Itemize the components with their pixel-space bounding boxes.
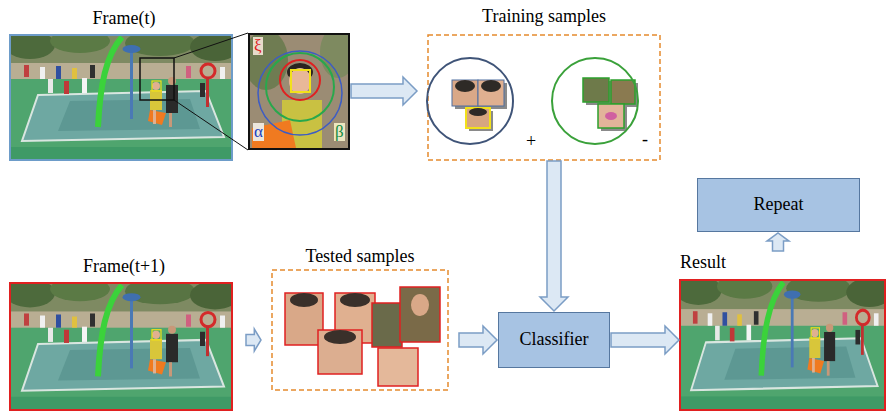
positive-samples-part: [481, 80, 501, 92]
negative-circle: -: [551, 57, 639, 145]
process-box-text: Classifier: [520, 329, 589, 351]
frame-t1-image-part: [10, 283, 232, 410]
tested-frame-part: [272, 270, 448, 390]
positive-circle: +: [426, 57, 514, 145]
tested-thumbnails-part: [372, 303, 402, 347]
negative-samples-part: [583, 78, 609, 102]
positive-samples-part: [466, 108, 490, 128]
positive-samples: [452, 80, 507, 131]
zoom-lines-part: [174, 100, 248, 150]
negative-circle-text: -: [642, 129, 648, 151]
zoom-box-text: β: [334, 123, 345, 141]
block-arrow: [246, 329, 261, 351]
zoom-box-text: α: [253, 123, 264, 141]
frame-t-image: [5, 29, 240, 160]
zoom-photo-part: [266, 53, 334, 121]
zoom-lines: [174, 33, 248, 150]
frame-t1-image-part: [5, 277, 240, 410]
tested-thumbnails-part: [378, 348, 418, 386]
process-box: Repeat: [697, 178, 860, 232]
negative-samples-part: [605, 112, 617, 120]
training-samples: Training samples+-: [418, 6, 670, 160]
training-samples-text: Training samples: [418, 6, 670, 28]
frame-t-image-part: [5, 29, 240, 160]
block-arrow: [459, 326, 497, 354]
block-arrow: [540, 161, 568, 311]
result-text: Result: [680, 252, 726, 274]
zoom-photo-part: [320, 35, 348, 78]
process-box-text: Repeat: [754, 194, 804, 216]
zoom-photo-part: [250, 35, 288, 90]
negative-samples-part: [598, 104, 624, 128]
tested-thumbnails-part: [324, 330, 356, 344]
result: Result: [680, 252, 885, 410]
tested-thumbnails: [285, 287, 440, 386]
frame-t1: Frame(t+1): [3, 256, 245, 410]
block-arrow: [351, 77, 417, 105]
zoom-photo-part: [258, 51, 342, 135]
frame-t-image-part: [140, 58, 174, 100]
tested-thumbnails-part: [400, 287, 440, 342]
negative-samples: [583, 78, 638, 131]
tested-samples: Tested samples: [262, 246, 458, 390]
zoom-photo-part: [280, 60, 320, 100]
result-image-part: [675, 274, 888, 410]
training-frame-part: [428, 35, 660, 160]
positive-samples-part: [455, 80, 475, 92]
zoom-photo-part: [291, 70, 310, 92]
frame-t1-image: [5, 277, 240, 410]
process-box: Classifier: [498, 312, 610, 368]
training-frame: [428, 35, 660, 160]
tested-thumbnails-part: [318, 330, 362, 374]
frame-t-text: Frame(t): [3, 8, 245, 30]
tested-thumbnails-part: [290, 293, 318, 307]
result-image-part: [680, 280, 885, 410]
block-arrow: [611, 326, 679, 354]
block-arrow: [767, 233, 789, 251]
frame-t-image-part: [10, 35, 232, 160]
tested-thumbnails-part: [411, 294, 429, 316]
positive-samples-part: [478, 80, 504, 106]
zoom-box-text: ξ: [253, 37, 263, 55]
tested-samples-text: Tested samples: [262, 246, 458, 268]
positive-circle-text: +: [526, 131, 536, 153]
zoom-lines-part: [174, 33, 248, 58]
negative-samples-part: [611, 80, 635, 104]
tested-frame: [272, 270, 448, 390]
positive-samples-part: [469, 108, 487, 116]
result-image: [675, 274, 888, 410]
zoom-photo-part: [289, 68, 311, 94]
zoom-box: ξ β α: [248, 33, 350, 150]
zoom-photo: [250, 35, 348, 148]
positive-samples-part: [452, 80, 478, 106]
frame-t: Frame(t): [3, 8, 245, 160]
tested-thumbnails-part: [340, 293, 370, 307]
frame-t1-text: Frame(t+1): [3, 256, 245, 278]
